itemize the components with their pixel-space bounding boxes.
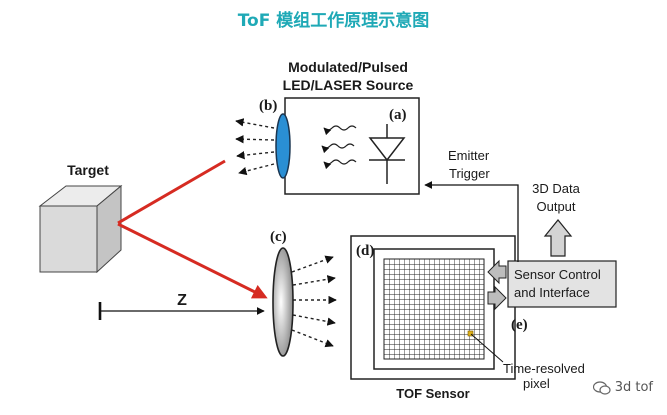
emitter-label-line1: Emitter: [448, 148, 490, 163]
interface-arrow-in: [487, 259, 507, 285]
pixel-leader-line: [470, 333, 504, 363]
emitter-trigger-line: [424, 181, 519, 262]
marker-c: (c): [270, 229, 287, 245]
source-label-line2: LED/LASER Source: [283, 77, 414, 93]
tof-sensor-label: TOF Sensor: [396, 386, 469, 401]
laser-beam-out: [117, 159, 226, 225]
target-cube: [38, 184, 123, 274]
emitter-label-line2: Trigger: [449, 166, 490, 181]
led-lens-icon: [275, 113, 291, 179]
interface-arrow-out: [487, 285, 507, 311]
target-label: Target: [67, 162, 109, 178]
source-label-line1: Modulated/Pulsed: [288, 59, 408, 75]
pixel-grid: [383, 258, 485, 360]
sensor-control-label-line2: and Interface: [514, 285, 590, 300]
sensor-control-box: [507, 260, 617, 308]
time-resolved-pixel: [467, 330, 474, 337]
pixel-label-line1: Time-resolved: [503, 361, 585, 376]
led-emitted-rays: [235, 118, 275, 176]
marker-d: (d): [356, 243, 374, 259]
data-output-label-line1: 3D Data: [532, 181, 580, 196]
data-output-arrow: [543, 219, 573, 257]
diode-symbol: [368, 124, 406, 184]
watermark: 3d tof: [592, 380, 653, 395]
light-wave-icons: [321, 125, 357, 170]
receiving-lens-icon: [272, 247, 294, 357]
page-title: ToF 模组工作原理示意图: [237, 11, 430, 31]
marker-b: (b): [259, 98, 277, 114]
watermark-text: 3d tof: [614, 380, 653, 395]
laser-beam-return: [117, 222, 268, 299]
marker-e: (e): [511, 317, 528, 333]
pixel-label-line2: pixel: [523, 376, 550, 391]
sensor-control-label-line1: Sensor Control: [514, 267, 601, 282]
data-output-label-line2: Output: [536, 199, 575, 214]
distance-label: Z: [177, 292, 187, 309]
wechat-icon: [592, 380, 611, 395]
marker-a: (a): [389, 107, 407, 123]
lens-focused-rays: [291, 255, 337, 348]
